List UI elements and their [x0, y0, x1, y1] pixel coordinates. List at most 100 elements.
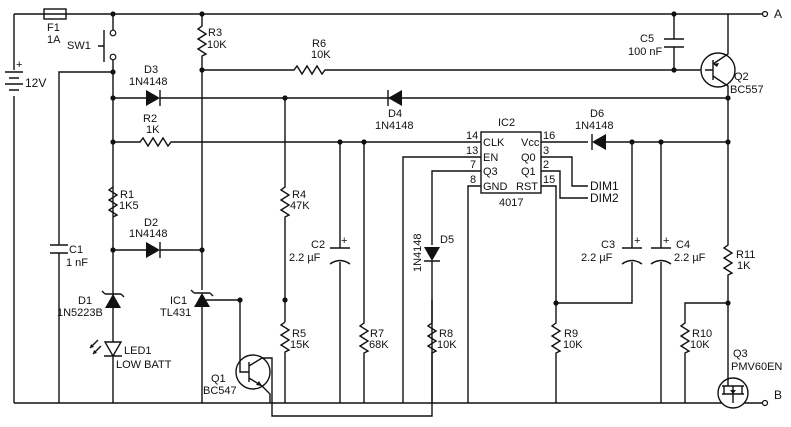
resistor-r6: R6 10K [202, 38, 705, 76]
resistor-r10: R10 10K [679, 302, 728, 403]
capacitor-c4: + C4 2.2 µF [650, 142, 706, 403]
q2-value: BC557 [730, 84, 764, 96]
r5-ref: R5 [292, 328, 306, 340]
d1-value: 1N5223B [57, 307, 103, 319]
d6-ref: D6 [590, 108, 604, 120]
battery: + 12V [5, 14, 46, 403]
c4-plus: + [663, 235, 669, 247]
fuse-ref: F1 [47, 22, 60, 34]
ic2-pin13-num: 13 [466, 145, 478, 157]
ic2-value: 4017 [499, 197, 523, 209]
ic2-pin-vcc: Vcc [521, 137, 540, 149]
q3-ref: Q3 [733, 348, 748, 360]
diode-d5: D5 1N4148 [412, 233, 454, 323]
r10-value: 10K [690, 339, 710, 351]
junctions [110, 11, 731, 306]
r8-value: 10K [437, 339, 457, 351]
battery-value: 12V [25, 76, 46, 90]
c3-value: 2.2 µF [581, 252, 613, 264]
ic2-pin-en: EN [483, 152, 498, 164]
capacitor-c5: C5 100 nF [628, 14, 684, 70]
c1-value: 1 nF [66, 257, 88, 269]
c4-value: 2.2 µF [674, 252, 706, 264]
d4-ref: D4 [388, 108, 402, 120]
c2-plus: + [341, 235, 347, 247]
r6-ref: R6 [312, 38, 326, 50]
r1-ref: R1 [120, 189, 134, 201]
fuse-f1: F1 1A [43, 8, 67, 46]
r3-value: 10K [207, 39, 227, 51]
ic2-pin-gnd: GND [483, 181, 508, 193]
output-dim2: DIM2 [590, 191, 619, 205]
c2-value: 2.2 µF [289, 252, 321, 264]
q1-ref: Q1 [211, 373, 226, 385]
diode-d2: D2 1N4148 [113, 217, 202, 258]
d4-value: 1N4148 [375, 120, 414, 132]
r8-ref: R8 [439, 328, 453, 340]
ic2-pin3-num: 3 [543, 145, 549, 157]
c1-ref: C1 [69, 244, 83, 256]
r4-ref: R4 [292, 189, 306, 201]
node-a-label: A [774, 7, 782, 21]
d3-ref: D3 [144, 64, 158, 76]
r1-value: 1K5 [119, 200, 139, 212]
d2-value: 1N4148 [129, 228, 168, 240]
ic2-4017: IC2 4017 14 13 7 8 CLK EN Q3 GND 16 3 2 … [402, 117, 633, 403]
r6-value: 10K [311, 49, 331, 61]
r3-ref: R3 [208, 27, 222, 39]
resistor-r9: R9 10K [550, 303, 583, 403]
d6-value: 1N4148 [575, 120, 614, 132]
zener-d1: D1 1N5223B [57, 290, 125, 319]
ic2-pin-rst: RST [516, 181, 538, 193]
ic2-pin-q3: Q3 [483, 166, 498, 178]
switch-ref: SW1 [67, 40, 91, 52]
c5-ref: C5 [640, 33, 654, 45]
resistor-r7: R7 68K [358, 142, 389, 403]
r2-value: 1K [146, 124, 160, 136]
transistor-q2: Q2 BC557 [700, 14, 764, 98]
battery-plus: + [16, 59, 22, 71]
r5-value: 15K [290, 339, 310, 351]
d5-value: 1N4148 [412, 233, 424, 272]
r7-ref: R7 [370, 328, 384, 340]
ic2-pin8-num: 8 [470, 174, 476, 186]
ic1-value: TL431 [160, 307, 191, 319]
transistor-q3: Q3 PMV60EN [717, 348, 782, 409]
diode-d4: D4 1N4148 [375, 90, 414, 132]
ic1-ref: IC1 [170, 295, 187, 307]
resistor-r3: R3 10K [196, 14, 227, 290]
capacitor-c2: + C2 2.2 µF [289, 142, 351, 403]
diode-d3: D3 1N4148 [113, 64, 728, 106]
output-dim1: DIM1 [590, 179, 619, 193]
transistor-q1: Q1 BC547 [203, 300, 433, 417]
node-b-label: B [774, 388, 782, 402]
node-b: B [761, 388, 782, 407]
led-value: LOW BATT [116, 359, 172, 371]
dim1-label: DIM1 [590, 179, 619, 193]
c5-value: 100 nF [628, 46, 663, 58]
r7-value: 68K [369, 339, 389, 351]
ic2-pin-q1: Q1 [521, 166, 536, 178]
ic2-pin14-num: 14 [466, 130, 478, 142]
r10-ref: R10 [692, 328, 712, 340]
ic2-pin2-num: 2 [543, 159, 549, 171]
capacitor-c1: C1 1 nF [50, 71, 113, 403]
d1-ref: D1 [78, 295, 92, 307]
ic2-pin15-num: 15 [543, 174, 555, 186]
q1-value: BC547 [203, 385, 237, 397]
r2-ref: R2 [143, 113, 157, 125]
resistor-r5: R5 15K [279, 321, 310, 403]
q3-value: PMV60EN [731, 361, 782, 373]
resistor-r1: R1 1K5 [107, 186, 139, 218]
r4-value: 47K [290, 200, 310, 212]
resistor-r4: R4 47K [279, 98, 310, 322]
c3-plus: + [634, 235, 640, 247]
resistor-r11: R11 1K [722, 98, 755, 369]
d5-ref: D5 [440, 234, 454, 246]
c4-ref: C4 [676, 239, 690, 251]
ic2-ref: IC2 [498, 117, 515, 129]
resistor-r2: R2 1K [113, 113, 474, 148]
r11-value: 1K [737, 260, 751, 272]
c3-ref: C3 [601, 239, 615, 251]
